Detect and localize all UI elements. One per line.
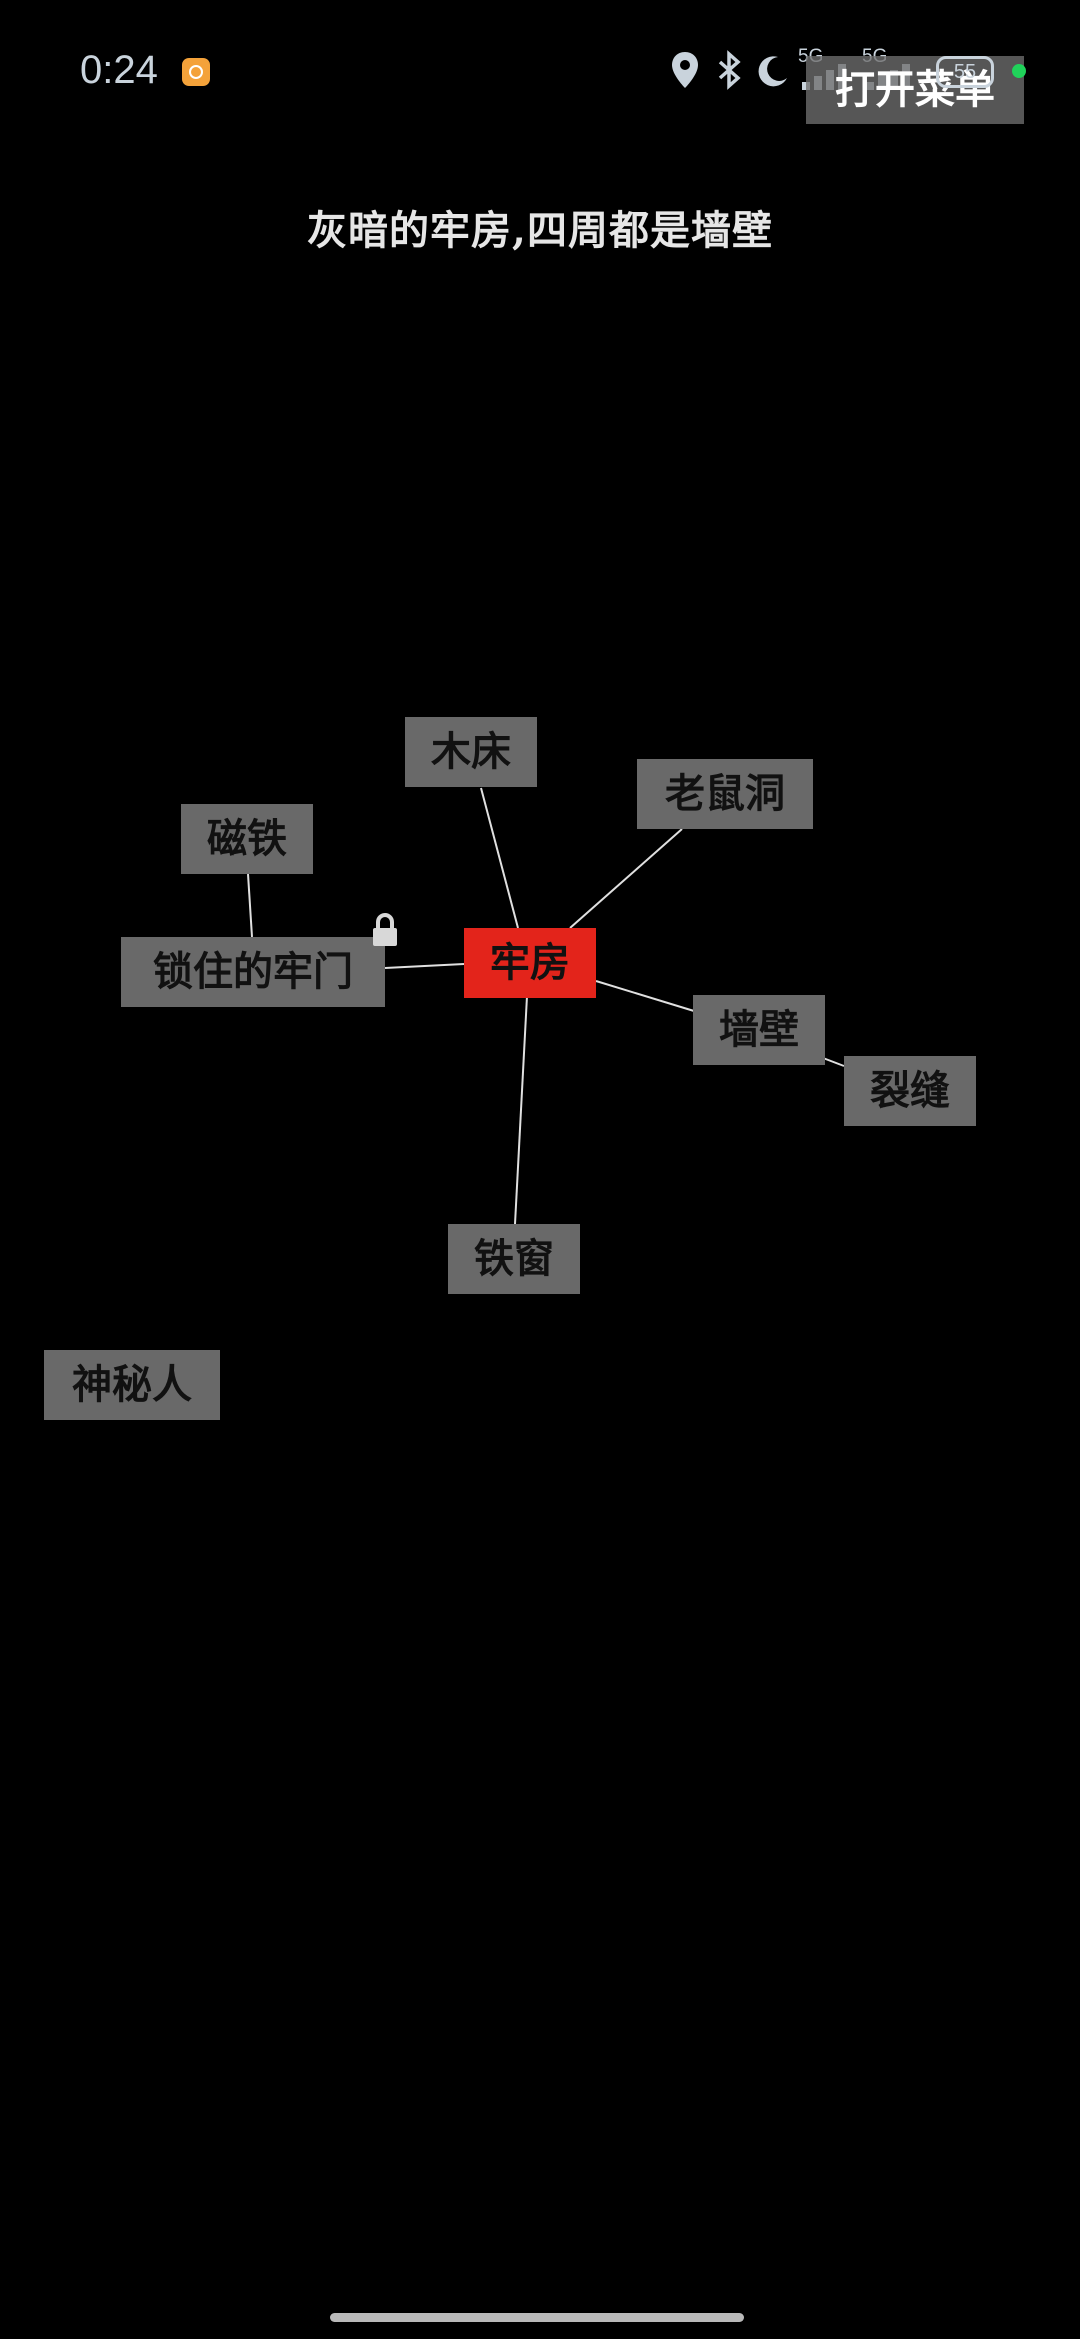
- node-wooden-bed[interactable]: 木床: [405, 717, 537, 787]
- moon-icon: [758, 56, 787, 87]
- node-rat-hole[interactable]: 老鼠洞: [637, 759, 813, 829]
- privacy-indicator-dot: [1012, 64, 1026, 78]
- lock-icon: [373, 913, 397, 946]
- node-magnet[interactable]: 磁铁: [181, 804, 313, 874]
- open-menu-button[interactable]: 打开菜单: [806, 56, 1024, 124]
- node-iron-window[interactable]: 铁窗: [448, 1224, 580, 1294]
- node-crack[interactable]: 裂缝: [844, 1056, 976, 1126]
- edge-bed-prison: [480, 787, 519, 929]
- edge-prison-window: [514, 995, 528, 1225]
- edge-door-prison: [384, 963, 465, 969]
- status-time: 0:24: [80, 48, 158, 92]
- node-wall[interactable]: 墙壁: [693, 995, 825, 1065]
- bluetooth-icon: [718, 50, 741, 90]
- edge-prison-wall: [595, 980, 695, 1012]
- home-indicator[interactable]: [330, 2313, 744, 2322]
- app-notification-icon: [182, 58, 210, 86]
- node-locked-door[interactable]: 锁住的牢门: [121, 937, 385, 1007]
- edge-magnet-door: [247, 873, 253, 938]
- node-mystery-person[interactable]: 神秘人: [44, 1350, 220, 1420]
- scene-title: 灰暗的牢房,四周都是墙壁: [307, 207, 773, 254]
- battery-icon: 55: [936, 56, 994, 88]
- node-prison-current[interactable]: 牢房: [464, 928, 596, 998]
- edge-rathole-prison: [569, 828, 683, 929]
- location-icon: [672, 52, 698, 88]
- edge-wall-crack: [822, 1057, 845, 1067]
